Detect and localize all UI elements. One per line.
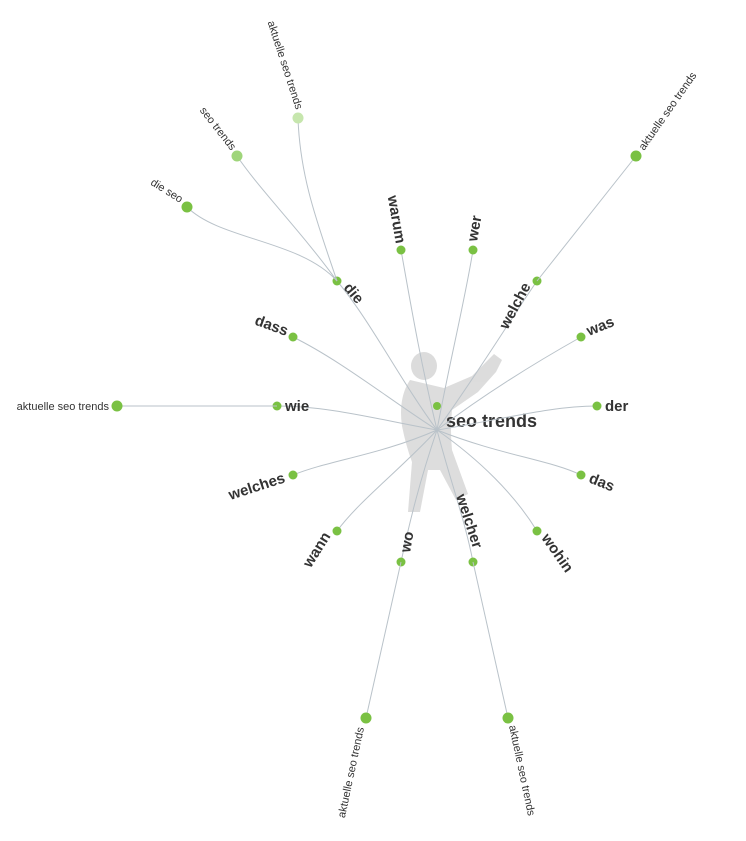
person-silhouette-icon	[401, 352, 502, 512]
label-der: der	[605, 398, 629, 415]
link-root-was	[436, 336, 582, 431]
link-die-aktuelle	[297, 117, 338, 282]
node-welcher-aktuelle[interactable]	[502, 712, 514, 724]
link-root-wie	[276, 405, 438, 431]
label-die-seo: die seo	[148, 177, 184, 206]
label-welcher: welcher	[452, 491, 486, 550]
label-wie-aktuelle: aktuelle seo trends	[17, 401, 110, 413]
link-root-wohin	[436, 429, 538, 532]
link-root-wo	[400, 429, 438, 563]
node-welches[interactable]	[288, 470, 298, 480]
link-root-das	[436, 429, 582, 476]
label-wohin: wohin	[537, 530, 576, 576]
label-warum: warum	[383, 193, 408, 245]
node-was[interactable]	[576, 332, 586, 342]
link-root-welches	[292, 429, 438, 476]
node-wo-aktuelle[interactable]	[360, 712, 372, 724]
link-root-wer	[436, 249, 474, 431]
label-dass: dass	[252, 312, 290, 340]
link-root-wann	[336, 429, 438, 532]
node-dass[interactable]	[288, 332, 298, 342]
node-warum[interactable]	[396, 245, 406, 255]
label-wer: wer	[464, 214, 485, 244]
label-die-seo-trends: seo trends	[197, 105, 238, 153]
node-das[interactable]	[576, 470, 586, 480]
label-die-aktuelle: aktuelle seo trends	[265, 19, 305, 111]
link-root-welche	[436, 280, 538, 431]
label-welches: welches	[226, 470, 288, 505]
node-die-aktuelle[interactable]	[292, 112, 304, 124]
label-welche-aktuelle: aktuelle seo trends	[637, 70, 700, 153]
label-die: die	[340, 280, 367, 308]
node-wohin[interactable]	[532, 526, 542, 536]
link-root-welcher	[436, 429, 474, 563]
node-wie-aktuelle[interactable]	[111, 400, 123, 412]
node-die-seo-trends[interactable]	[231, 150, 243, 162]
node-die-seo[interactable]	[181, 201, 193, 213]
link-welche-aktuelle	[536, 155, 637, 282]
link-wo-aktuelle	[365, 561, 402, 719]
link-die-seo-trends	[236, 155, 338, 282]
node-wann[interactable]	[332, 526, 342, 536]
link-welcher-aktuelle	[472, 561, 509, 719]
label-wann: wann	[299, 529, 334, 571]
label-was: was	[583, 313, 617, 340]
node-welche-aktuelle[interactable]	[630, 150, 642, 162]
link-root-warum	[400, 249, 438, 431]
label-welcher-aktuelle: aktuelle seo trends	[506, 724, 537, 817]
label-wo: wo	[397, 530, 418, 554]
label-welche: welche	[496, 280, 535, 333]
link-root-die	[336, 280, 438, 431]
link-root-der	[436, 405, 598, 431]
root-node[interactable]	[433, 402, 441, 410]
link-die-die-seo	[186, 206, 338, 282]
node-wer[interactable]	[468, 245, 478, 255]
label-wie: wie	[284, 398, 309, 415]
label-das: das	[587, 470, 617, 495]
label-wo-aktuelle: aktuelle seo trends	[336, 726, 367, 819]
node-der[interactable]	[592, 401, 602, 411]
link-root-dass	[292, 336, 438, 431]
